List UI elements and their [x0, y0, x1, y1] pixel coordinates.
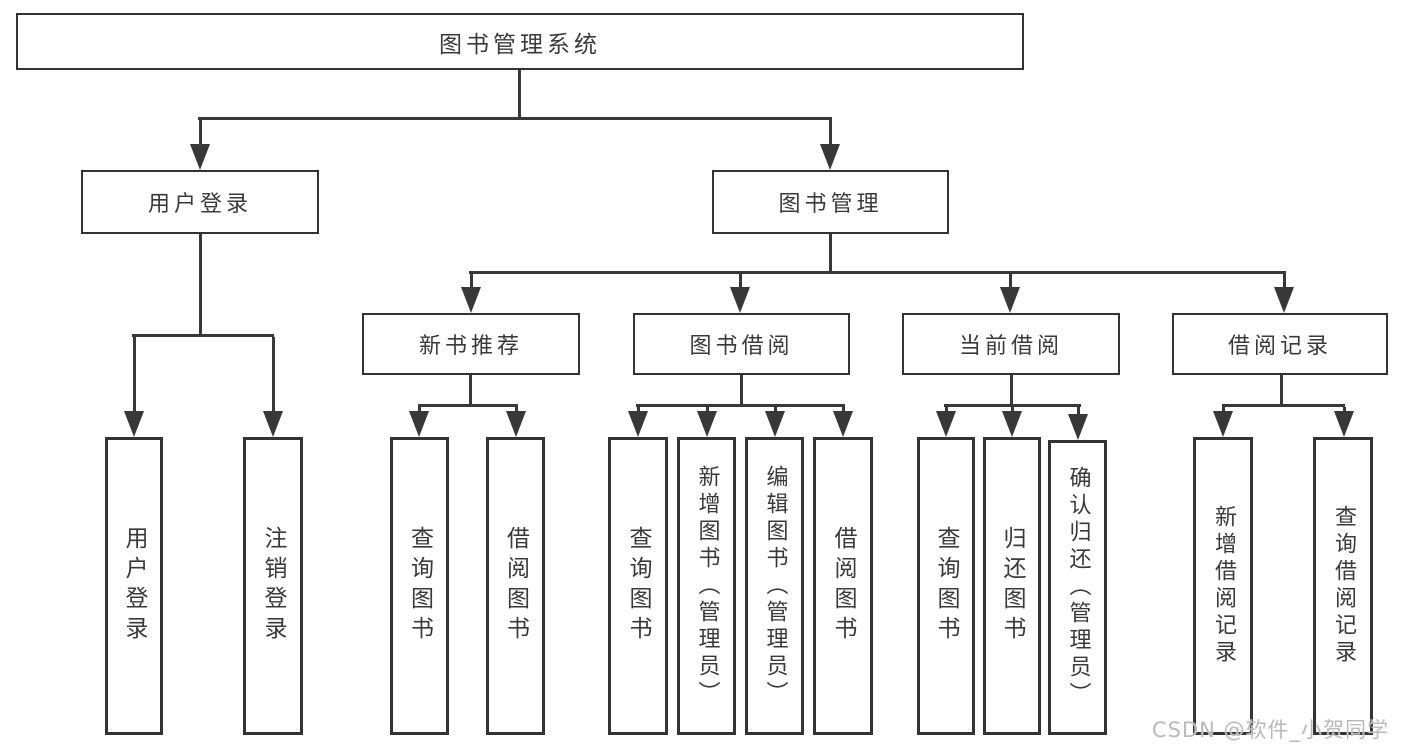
connector-stem	[828, 118, 832, 144]
connector-stem	[738, 273, 742, 287]
node-new-book-rec: 新书推荐	[362, 313, 580, 375]
connector-arrow-new-book-rec	[460, 273, 482, 313]
connector-arrow-leaf	[764, 407, 786, 437]
arrowhead-down-icon	[506, 411, 526, 437]
connector-book-borrow-bus	[636, 404, 845, 407]
arrowhead-down-icon	[263, 411, 283, 437]
connector-arrow-login-leaf	[123, 337, 145, 437]
arrowhead-down-icon	[190, 144, 210, 170]
arrowhead-down-icon	[409, 411, 429, 437]
connector-level3-bus	[469, 271, 1286, 274]
node-user-login: 用户登录	[81, 170, 319, 234]
connector-arrow-leaf	[832, 407, 854, 437]
node-root: 图书管理系统	[16, 13, 1024, 70]
arrowhead-down-icon	[1274, 287, 1294, 313]
arrowhead-down-icon	[936, 411, 956, 437]
connector-stem	[705, 407, 709, 411]
connector-stem	[1008, 273, 1012, 287]
connector-arrow-current-borrow	[999, 273, 1021, 313]
connector-arrow-leaf	[408, 407, 430, 437]
connector-level2-bus	[198, 117, 832, 120]
leaf-borrow-books-1: 借阅图书	[486, 437, 545, 735]
connector-stem	[944, 407, 948, 411]
connector-stem	[1342, 407, 1346, 411]
arrowhead-down-icon	[1068, 414, 1088, 440]
connector-arrow-book-mgmt	[819, 118, 841, 170]
arrowhead-down-icon	[461, 287, 481, 313]
connector-stem	[1221, 407, 1225, 411]
leaf-add-borrow-record: 新增借阅记录	[1193, 437, 1253, 735]
connector-arrow-leaf	[1001, 407, 1023, 437]
connector-arrow-leaf	[627, 407, 649, 437]
arrowhead-down-icon	[820, 144, 840, 170]
arrowhead-down-icon	[833, 411, 853, 437]
leaf-query-books-3: 查询图书	[917, 437, 975, 735]
connector-user-login-trunk	[199, 234, 202, 335]
connector-book-borrow-trunk	[740, 375, 743, 406]
connector-stem	[841, 407, 845, 411]
connector-stem	[514, 407, 518, 411]
arrowhead-down-icon	[730, 287, 750, 313]
leaf-edit-books-admin: 编辑图书（管理员）	[745, 437, 804, 735]
connector-arrow-book-borrow	[729, 273, 751, 313]
connector-arrow-logout-leaf	[262, 337, 284, 437]
node-borrow-records: 借阅记录	[1172, 313, 1388, 375]
connector-arrow-leaf	[1212, 407, 1234, 437]
connector-new-book-rec-bus	[418, 404, 518, 407]
arrowhead-down-icon	[1334, 411, 1354, 437]
connector-current-borrow-trunk	[1010, 375, 1013, 406]
connector-stem	[469, 273, 473, 287]
leaf-user-login: 用户登录	[105, 437, 163, 735]
connector-arrow-leaf	[1067, 407, 1089, 440]
arrowhead-down-icon	[628, 411, 648, 437]
connector-arrow-leaf	[505, 407, 527, 437]
connector-root-trunk	[518, 70, 521, 118]
leaf-add-books-admin: 新增图书（管理员）	[677, 437, 736, 735]
connector-arrow-user-login	[189, 118, 211, 170]
leaf-query-borrow-record: 查询借阅记录	[1313, 437, 1373, 735]
connector-borrow-records-trunk	[1280, 375, 1283, 406]
connector-stem	[198, 118, 202, 144]
arrowhead-down-icon	[765, 411, 785, 437]
arrowhead-down-icon	[1213, 411, 1233, 437]
arrowhead-down-icon	[1000, 287, 1020, 313]
connector-stem	[132, 337, 136, 411]
arrowhead-down-icon	[697, 411, 717, 437]
connector-arrow-borrow-records	[1273, 273, 1295, 313]
arrowhead-down-icon	[124, 411, 144, 437]
leaf-confirm-return-admin: 确认归还（管理员）	[1048, 440, 1107, 735]
leaf-query-books-2: 查询图书	[608, 437, 668, 735]
connector-arrow-leaf	[1333, 407, 1355, 437]
node-book-borrow: 图书借阅	[633, 313, 850, 375]
node-current-borrow: 当前借阅	[902, 313, 1120, 375]
connector-stem	[773, 407, 777, 411]
connector-current-borrow-bus	[944, 404, 1081, 407]
arrowhead-down-icon	[1002, 411, 1022, 437]
connector-borrow-records-bus	[1222, 404, 1345, 407]
connector-stem	[417, 407, 421, 411]
connector-book-mgmt-trunk	[829, 234, 832, 273]
leaf-return-books: 归还图书	[983, 437, 1041, 735]
connector-user-login-bus	[132, 334, 274, 337]
leaf-logout: 注销登录	[243, 437, 303, 735]
connector-arrow-leaf	[935, 407, 957, 437]
connector-new-book-rec-trunk	[469, 375, 472, 406]
node-book-mgmt: 图书管理	[712, 170, 949, 234]
connector-stem	[1010, 407, 1014, 411]
connector-stem	[1282, 273, 1286, 287]
csdn-watermark: CSDN @软件_小贺同学	[1152, 718, 1390, 742]
connector-stem	[271, 337, 275, 411]
leaf-borrow-books-2: 借阅图书	[813, 437, 873, 735]
connector-arrow-leaf	[696, 407, 718, 437]
connector-stem	[636, 407, 640, 411]
leaf-query-books-1: 查询图书	[390, 437, 449, 735]
connector-stem	[1076, 407, 1080, 414]
